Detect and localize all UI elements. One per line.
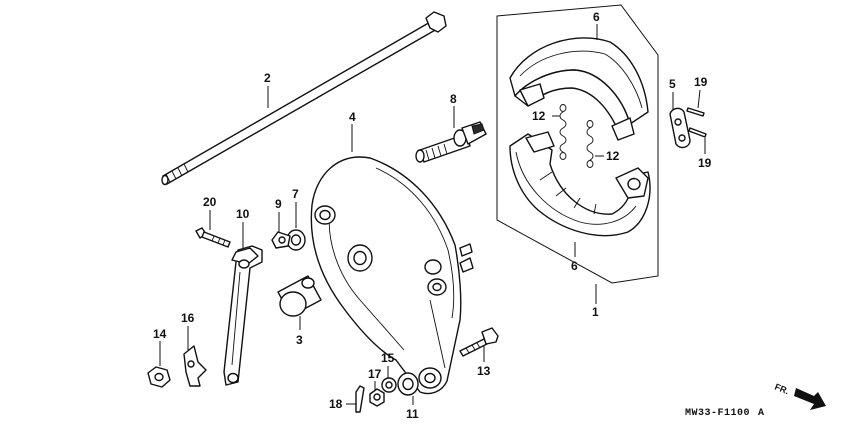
callout-10: 10 [236, 207, 250, 221]
callout-2: 2 [264, 71, 271, 85]
callout-9: 9 [275, 197, 282, 211]
washer[interactable] [397, 372, 419, 396]
front-direction-indicator: FR. [773, 382, 826, 410]
wear-indicator-plate[interactable] [271, 231, 291, 249]
drawing-code-suffix: A [758, 408, 765, 419]
front-arrow-icon [794, 388, 826, 410]
callout-20: 20 [203, 195, 217, 209]
callout-15: 15 [381, 351, 395, 365]
callout-1: 1 [592, 305, 599, 319]
brake-arm[interactable] [223, 245, 263, 386]
callout-12-left: 12 [532, 109, 546, 123]
shoe-pin-lower[interactable] [688, 127, 707, 138]
cotter-pin[interactable] [355, 385, 365, 413]
callout-7: 7 [292, 187, 299, 201]
brake-panel[interactable] [310, 156, 474, 395]
callout-6-upper: 6 [593, 10, 600, 24]
front-label: FR. [773, 382, 790, 397]
axle[interactable] [161, 11, 447, 186]
shoe-pin-upper[interactable] [686, 107, 705, 117]
callout-4: 4 [349, 110, 356, 124]
shoe-set-outline [496, 4, 659, 284]
nut[interactable] [147, 366, 171, 388]
callout-14: 14 [153, 327, 167, 341]
callout-19-upper: 19 [694, 75, 708, 89]
joint-washer[interactable] [381, 377, 397, 393]
callout-18: 18 [329, 397, 343, 411]
callout-19-lower: 19 [698, 156, 712, 170]
leader-lines [159, 24, 706, 405]
callout-13: 13 [477, 364, 491, 378]
callout-8: 8 [450, 92, 457, 106]
callout-6-lower: 6 [571, 259, 578, 273]
castle-nut[interactable] [369, 388, 385, 407]
shoe-spring-left[interactable] [559, 104, 567, 160]
brake-shoe-upper[interactable] [509, 37, 649, 141]
brake-shoe-lower[interactable] [509, 131, 651, 237]
stopper-plate[interactable] [183, 345, 207, 387]
shoe-spring-right[interactable] [586, 120, 594, 168]
pivot-bolt[interactable] [459, 327, 499, 357]
callout-3: 3 [296, 333, 303, 347]
drawing-code: MW33-F1100 [685, 408, 750, 419]
callout-11: 11 [406, 407, 419, 421]
collar[interactable] [277, 275, 322, 317]
callout-5: 5 [669, 77, 676, 91]
arm-bolt[interactable] [195, 227, 231, 248]
callout-17: 17 [368, 367, 382, 381]
callout-16: 16 [181, 311, 195, 325]
brake-cam[interactable] [415, 121, 487, 163]
retainer-plate[interactable] [669, 107, 691, 149]
callout-12-right: 12 [606, 149, 620, 163]
